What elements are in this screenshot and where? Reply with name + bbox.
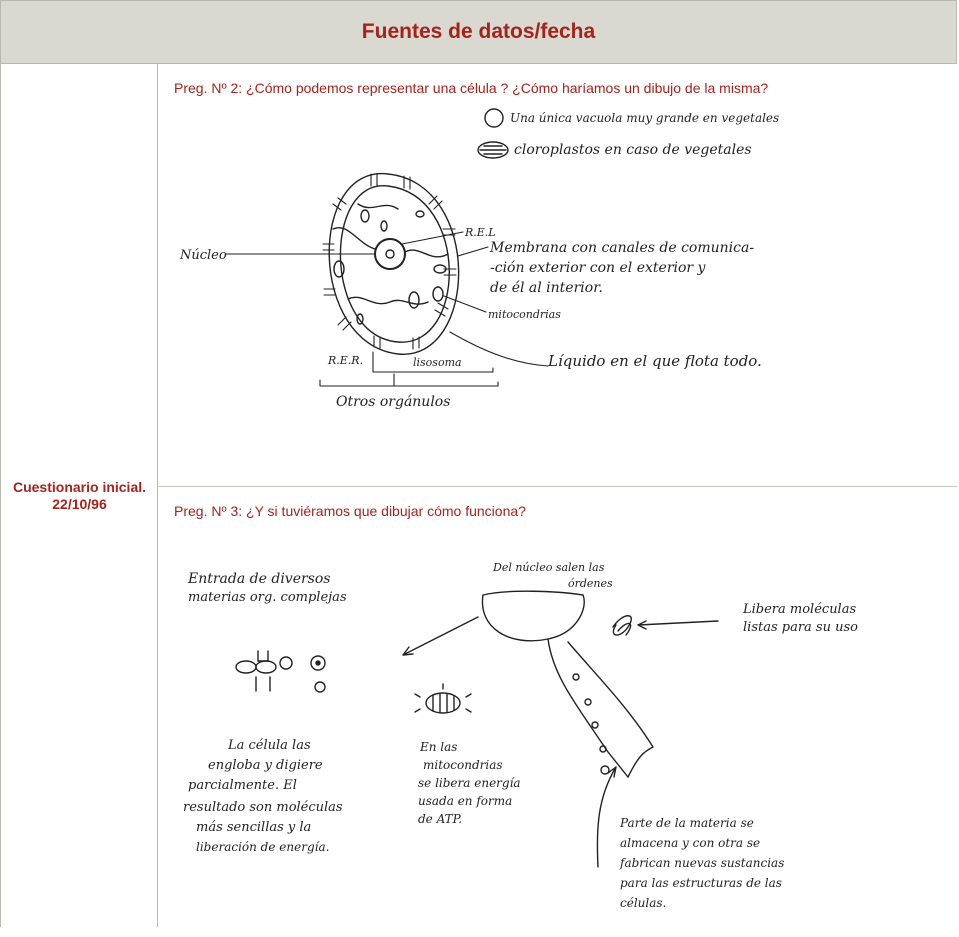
er-tube xyxy=(547,638,655,779)
label-organelles: Otros orgánulos xyxy=(336,394,450,410)
entry-organelles xyxy=(235,650,326,693)
mito-line-3: se libera energía xyxy=(418,776,521,790)
engulf-line-4: resultado son moléculas xyxy=(183,800,343,815)
vesicles xyxy=(572,673,610,775)
organelles xyxy=(333,209,447,325)
engulf-line-2: engloba y digiere xyxy=(208,758,323,773)
label-membrane-2: -ción exterior con el exterior y xyxy=(490,260,707,276)
molecules-scribble xyxy=(612,615,632,636)
cell-drawing: Una única vacuola muy grande en vegetale… xyxy=(179,108,779,410)
arrow-release xyxy=(637,620,719,630)
source-label: Cuestionario inicial. 22/10/96 xyxy=(1,479,158,513)
arrow-store xyxy=(596,766,617,868)
release-line-2: listas para su uso xyxy=(743,620,858,635)
entry-line-2: materias org. complejas xyxy=(188,590,347,605)
label-lysosome: lisosoma xyxy=(413,356,462,369)
header-title: Fuentes de datos/fecha xyxy=(361,20,596,43)
label-liquid: Líquido en el que flota todo. xyxy=(547,352,762,370)
function-drawing: Entrada de diversos materias org. comple… xyxy=(183,561,858,910)
label-rel: R.E.L xyxy=(464,226,496,239)
label-nucleus: Núcleo xyxy=(179,248,227,263)
store-line-2: almacena y con otra se xyxy=(620,836,760,850)
er-lines xyxy=(332,203,449,305)
engulf-line-3: parcialmente. El xyxy=(188,778,297,793)
entry-line-1: Entrada de diversos xyxy=(187,571,330,587)
store-line-4: para las estructuras de las xyxy=(620,876,782,890)
mito-line-2: mitocondrias xyxy=(423,758,503,772)
nucleus-line-2: órdenes xyxy=(568,577,613,590)
nucleus-shape xyxy=(374,238,406,270)
mito-line-4: usada en forma xyxy=(418,794,512,808)
cell-membrane xyxy=(328,173,460,355)
mitochondrion xyxy=(414,683,472,714)
store-line-5: células. xyxy=(620,896,666,910)
mito-line-1: En las xyxy=(419,740,457,754)
engulf-line-1: La célula las xyxy=(227,738,311,753)
source-date: 22/10/96 xyxy=(52,496,107,512)
chloroplast-legend-icon xyxy=(477,141,509,159)
release-line-1: Libera moléculas xyxy=(742,602,856,617)
label-mitochondria: mitocondrias xyxy=(488,308,561,321)
store-line-1: Parte de la materia se xyxy=(619,816,754,830)
nucleus-shape xyxy=(481,590,585,642)
question-row-3: Preg. Nº 3: ¿Y si tuviéramos que dibujar… xyxy=(158,486,957,927)
legend-chloroplast-text: cloroplastos en caso de vegetales xyxy=(514,142,752,158)
source-column: Cuestionario inicial. 22/10/96 xyxy=(0,64,158,927)
source-title: Cuestionario inicial. xyxy=(12,479,147,495)
engulf-line-6: liberación de energía. xyxy=(196,840,329,854)
legend-vacuole-text: Una única vacuola muy grande en vegetale… xyxy=(510,111,779,125)
table-header: Fuentes de datos/fecha xyxy=(0,0,957,64)
store-line-3: fabrican nuevas sustancias xyxy=(619,856,784,870)
engulf-line-5: más sencillas y la xyxy=(196,820,311,835)
label-rer: R.E.R. xyxy=(327,354,363,367)
mito-line-5: de ATP. xyxy=(418,812,462,826)
question-row-2: Preg. Nº 2: ¿Cómo podemos representar un… xyxy=(158,64,957,486)
vacuole-legend-icon xyxy=(484,108,504,128)
question-3-text: Preg. Nº 3: ¿Y si tuviéramos que dibujar… xyxy=(174,503,526,519)
label-pointers xyxy=(225,231,549,387)
membrane-channels xyxy=(322,173,457,350)
label-membrane-3: de él al interior. xyxy=(490,280,603,296)
question-2-text: Preg. Nº 2: ¿Cómo podemos representar un… xyxy=(174,80,769,96)
label-membrane-1: Membrana con canales de comunica- xyxy=(489,240,754,256)
nucleus-line-1: Del núcleo salen las xyxy=(492,561,605,574)
arrow-to-entry xyxy=(402,616,479,656)
